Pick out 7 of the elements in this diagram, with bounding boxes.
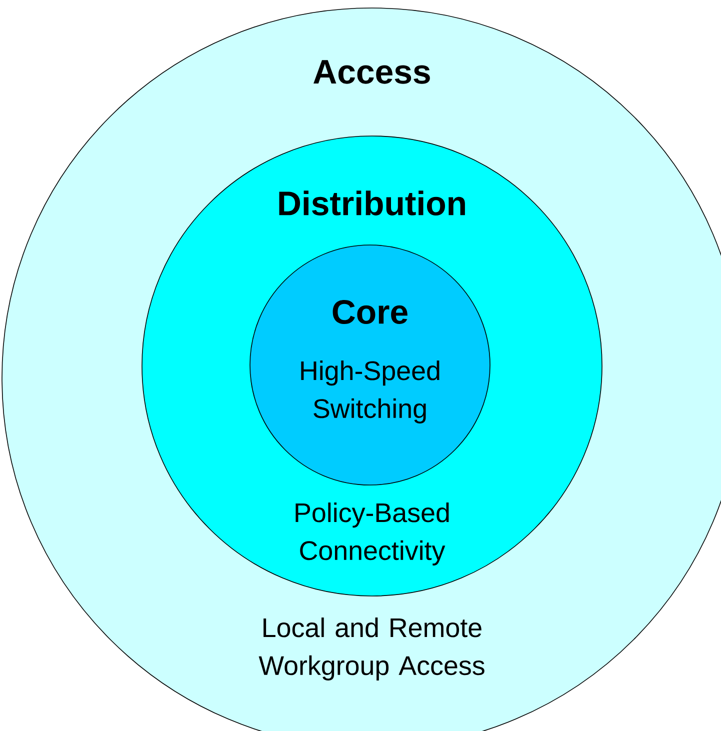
- layer-description: High-Speed Switching: [301, 360, 440, 424]
- layer-title: Access: [314, 60, 430, 84]
- layer-title: Distribution: [279, 190, 465, 216]
- layer-description: Policy-Based Connectivity: [296, 502, 449, 566]
- layer-description: Local and Remote Workgroup Access: [258, 618, 484, 680]
- layer-circle: [250, 244, 490, 486]
- layer-title: Core: [332, 300, 408, 324]
